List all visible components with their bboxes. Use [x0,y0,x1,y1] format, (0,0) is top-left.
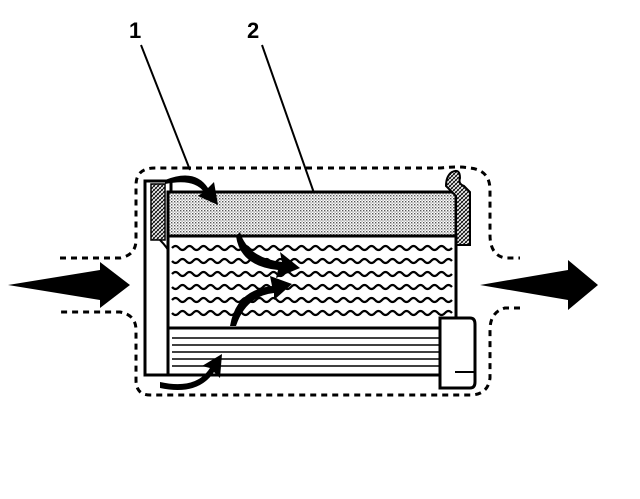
corrugation-line [171,283,453,291]
corrugation-line [171,244,453,252]
leader-line-1 [140,44,191,171]
housing-outline [60,165,520,397]
right-flange [444,169,471,246]
corrugation-line [171,309,453,317]
callout-2: 2 [247,18,260,43]
flow-arrow-top [165,175,218,205]
corrugation-lines [171,244,453,317]
leader-line-2 [261,44,315,194]
flow-arrow-lower [230,276,292,326]
left-end-cap-seal [150,183,166,241]
flow-arrow-middle [236,232,300,278]
flow-arrow-bottom [160,354,222,390]
corrugation-line [171,257,453,265]
outlet-arrow [480,260,598,310]
corrugation-line [171,270,453,278]
inlet-arrow [8,262,130,308]
callout-1: 1 [129,18,142,43]
corrugation-line [171,296,453,304]
right-end-cap [438,316,477,390]
